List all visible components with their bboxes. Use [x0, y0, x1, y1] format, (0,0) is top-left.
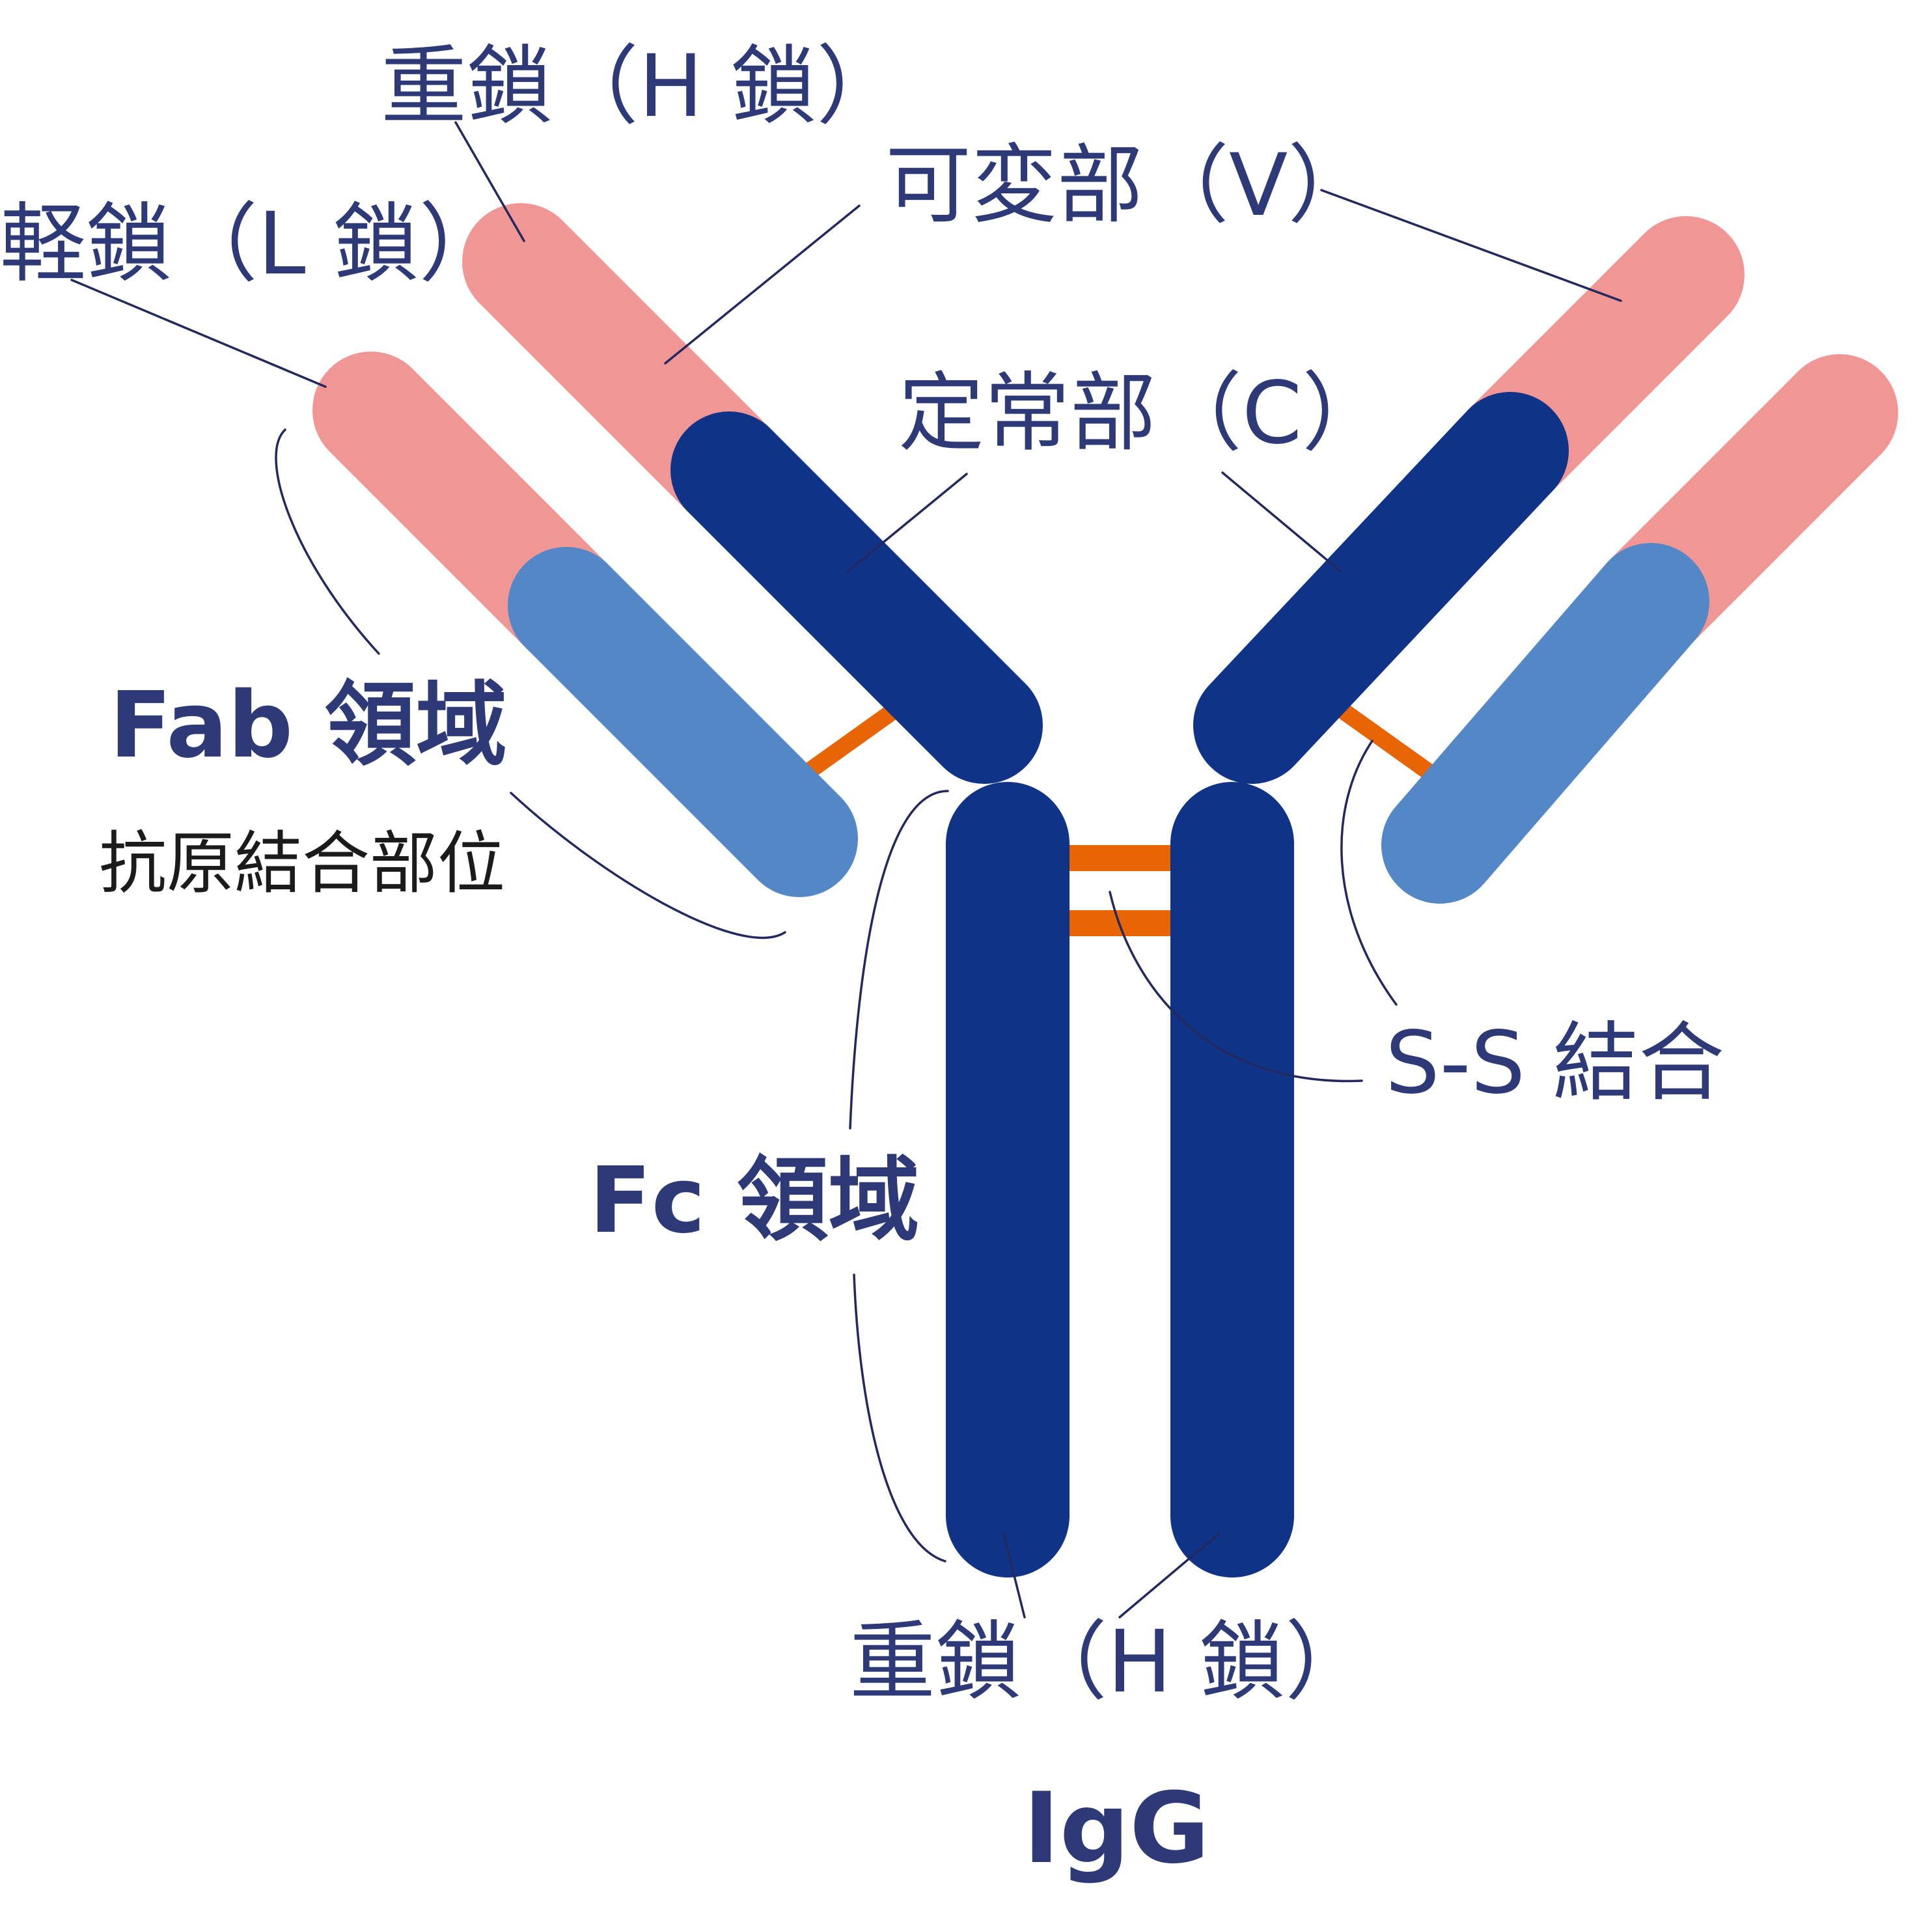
heavy-chain-right-arm: [1193, 216, 1745, 784]
leader-lines: [70, 121, 1622, 1619]
leader-heavy-chain-top: [454, 121, 525, 242]
fc-stems: [946, 782, 1294, 1577]
leader-ss-bond-arm: [1340, 740, 1398, 1006]
label-light-chain: 軽鎖（L 鎖）: [0, 194, 505, 294]
leader-variable-left: [664, 204, 861, 365]
bracket-fab-lower: [510, 792, 786, 939]
bracket-fc-upper: [849, 790, 949, 1130]
light-chain-left: [312, 352, 858, 897]
leader-ss-bond: [1109, 891, 1363, 1083]
light-chain-right-constant: [1381, 543, 1709, 904]
light-chain-right: [1381, 354, 1898, 904]
disulfide-bonds: [801, 701, 1436, 936]
label-heavy-chain-top: 重鎖（H 鎖）: [381, 36, 902, 137]
label-constant-region: 定常部（C）: [898, 363, 1388, 464]
leader-heavy-chain-bottom-left: [1002, 1533, 1026, 1619]
text-labels: 重鎖（H 鎖） 軽鎖（L 鎖） 可変部（V） 定常部（C） Fab 領域 抗原結…: [0, 36, 1724, 1885]
label-fc-region: Fc 領域: [589, 1148, 919, 1254]
bracket-fab-upper: [275, 428, 380, 655]
leader-heavy-chain-bottom-right: [1118, 1533, 1220, 1619]
heavy-chain-left-arm: [462, 203, 1043, 784]
label-antigen-binding-site: 抗原結合部位: [99, 824, 505, 903]
leader-light-chain: [70, 279, 327, 388]
label-ss-bond: S-S 結合: [1385, 1013, 1724, 1113]
bracket-fc-lower: [853, 1273, 946, 1563]
label-heavy-chain-bottom: 重鎖（H 鎖）: [849, 1612, 1371, 1712]
heavy-chain-left-constant: [670, 411, 1043, 784]
label-fab-region: Fab 領域: [109, 673, 507, 779]
ss-bond-right-arm: [1334, 701, 1436, 781]
leader-constant-left: [846, 473, 968, 573]
light-chain-left-constant: [508, 547, 858, 897]
label-variable-region: 可変部（V）: [885, 135, 1373, 236]
heavy-chain-right-constant: [1193, 392, 1569, 784]
leader-variable-right: [1320, 189, 1622, 302]
leader-constant-right: [1221, 471, 1342, 573]
ss-bond-left-arm: [801, 701, 902, 781]
title-igg: IgG: [1023, 1772, 1209, 1885]
